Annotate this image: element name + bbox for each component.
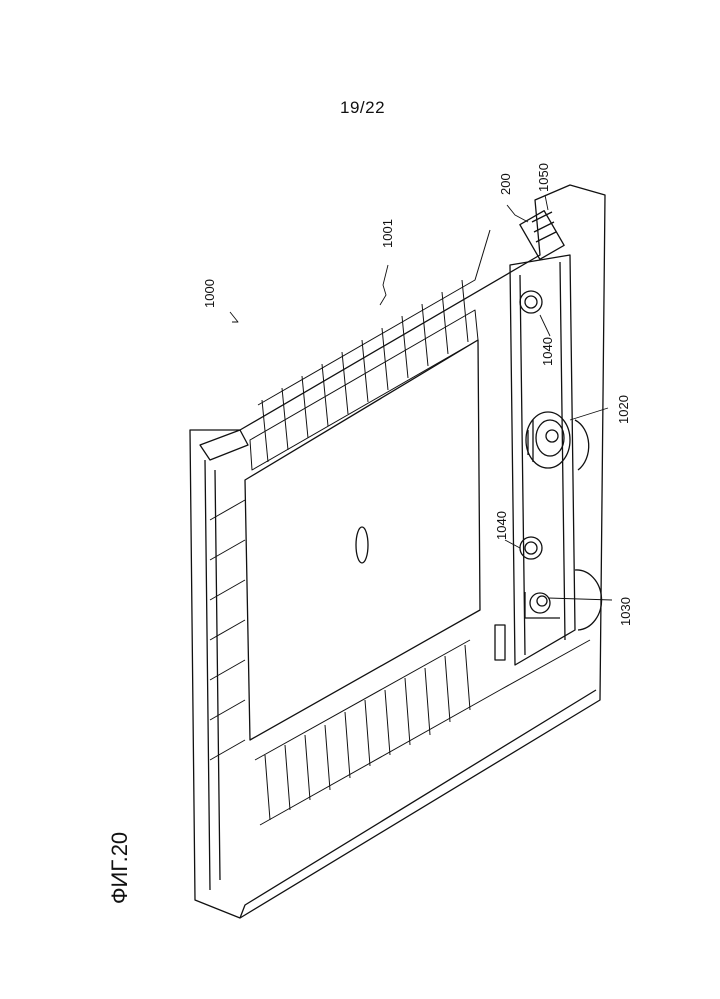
tray-bottom-edge xyxy=(240,690,596,918)
label-200: 200 xyxy=(498,173,513,195)
inner-floor xyxy=(245,340,480,740)
label-1030: 1030 xyxy=(618,597,633,626)
label-1040-lower: 1040 xyxy=(494,511,509,540)
label-1020: 1020 xyxy=(616,395,631,424)
clip xyxy=(495,625,505,660)
label-1000: 1000 xyxy=(202,279,217,308)
bottom-wall-ribs xyxy=(255,640,590,825)
tray-rim xyxy=(200,430,248,460)
label-1040-upper: 1040 xyxy=(540,337,555,366)
tray-outline xyxy=(190,185,605,918)
connector-200 xyxy=(520,211,564,260)
label-1001: 1001 xyxy=(380,219,395,248)
center-hole xyxy=(356,527,368,563)
top-wall-ribs xyxy=(250,230,490,470)
right-channel xyxy=(510,255,575,665)
label-1050: 1050 xyxy=(536,163,551,192)
filter-port xyxy=(526,412,589,470)
valve xyxy=(525,570,602,630)
boss-upper xyxy=(520,291,542,313)
